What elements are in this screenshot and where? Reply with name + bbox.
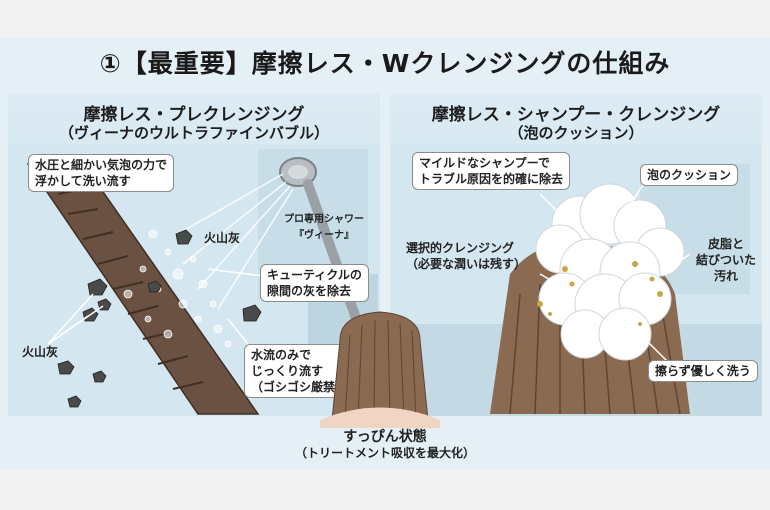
left-panel-subheading: （ヴィーナのウルトラファインバブル）	[58, 124, 329, 142]
label-water-pressure: 水圧と細かい気泡の力で 浮かして洗い流す	[28, 154, 175, 192]
leader-lines	[47, 268, 264, 345]
right-panel: 摩擦レス・シャンプー・クレンジング （泡のクッション）	[390, 94, 762, 416]
leader-lines	[539, 181, 691, 365]
label-water-only: 水流のみで じっくり流す （ゴシゴシ厳禁）	[244, 344, 355, 398]
shampoo-foam	[535, 183, 685, 361]
label-mild-shampoo: マイルドなシャンプーで トラブル原因を的確に除去	[412, 152, 571, 190]
label-volcanic-ash-2: 火山灰	[22, 345, 59, 359]
micro-bubbles	[123, 229, 232, 348]
right-panel-subheading: （泡のクッション）	[508, 124, 644, 142]
right-panel-heading: 摩擦レス・シャンプー・クレンジング	[431, 105, 721, 125]
label-foam-cushion: 泡のクッション	[640, 164, 739, 186]
water-spray	[177, 173, 294, 310]
label-sebum-dirt: 皮脂と 結びついた 汚れ	[696, 237, 757, 283]
left-panel-heading: 摩擦レス・プレクレンジング	[83, 105, 305, 125]
bottom-caption-treatment-absorption: （トリートメント吸収を最大化）	[294, 446, 475, 460]
sebum-dirt-particles	[537, 261, 663, 326]
left-panel: 摩擦レス・プレクレンジング （ヴィーナのウルトラファインバブル）	[8, 94, 380, 416]
label-cuticle-ash-removal: キューティクルの 隙間の灰を除去	[260, 264, 369, 302]
label-no-rubbing: 擦らず優しく洗う	[648, 360, 758, 382]
label-shower-vina: プロ専用シャワー 『ヴィーナ』	[284, 214, 364, 241]
page-title: ①【最重要】摩擦レス・Wクレンジングの仕組み	[99, 49, 671, 78]
label-volcanic-ash-1: 火山灰	[204, 231, 241, 245]
label-selective-cleansing: 選択的クレンジング （必要な潤いは残す）	[406, 241, 527, 271]
bottom-caption-bare-state: すっぴん状態	[343, 429, 427, 445]
